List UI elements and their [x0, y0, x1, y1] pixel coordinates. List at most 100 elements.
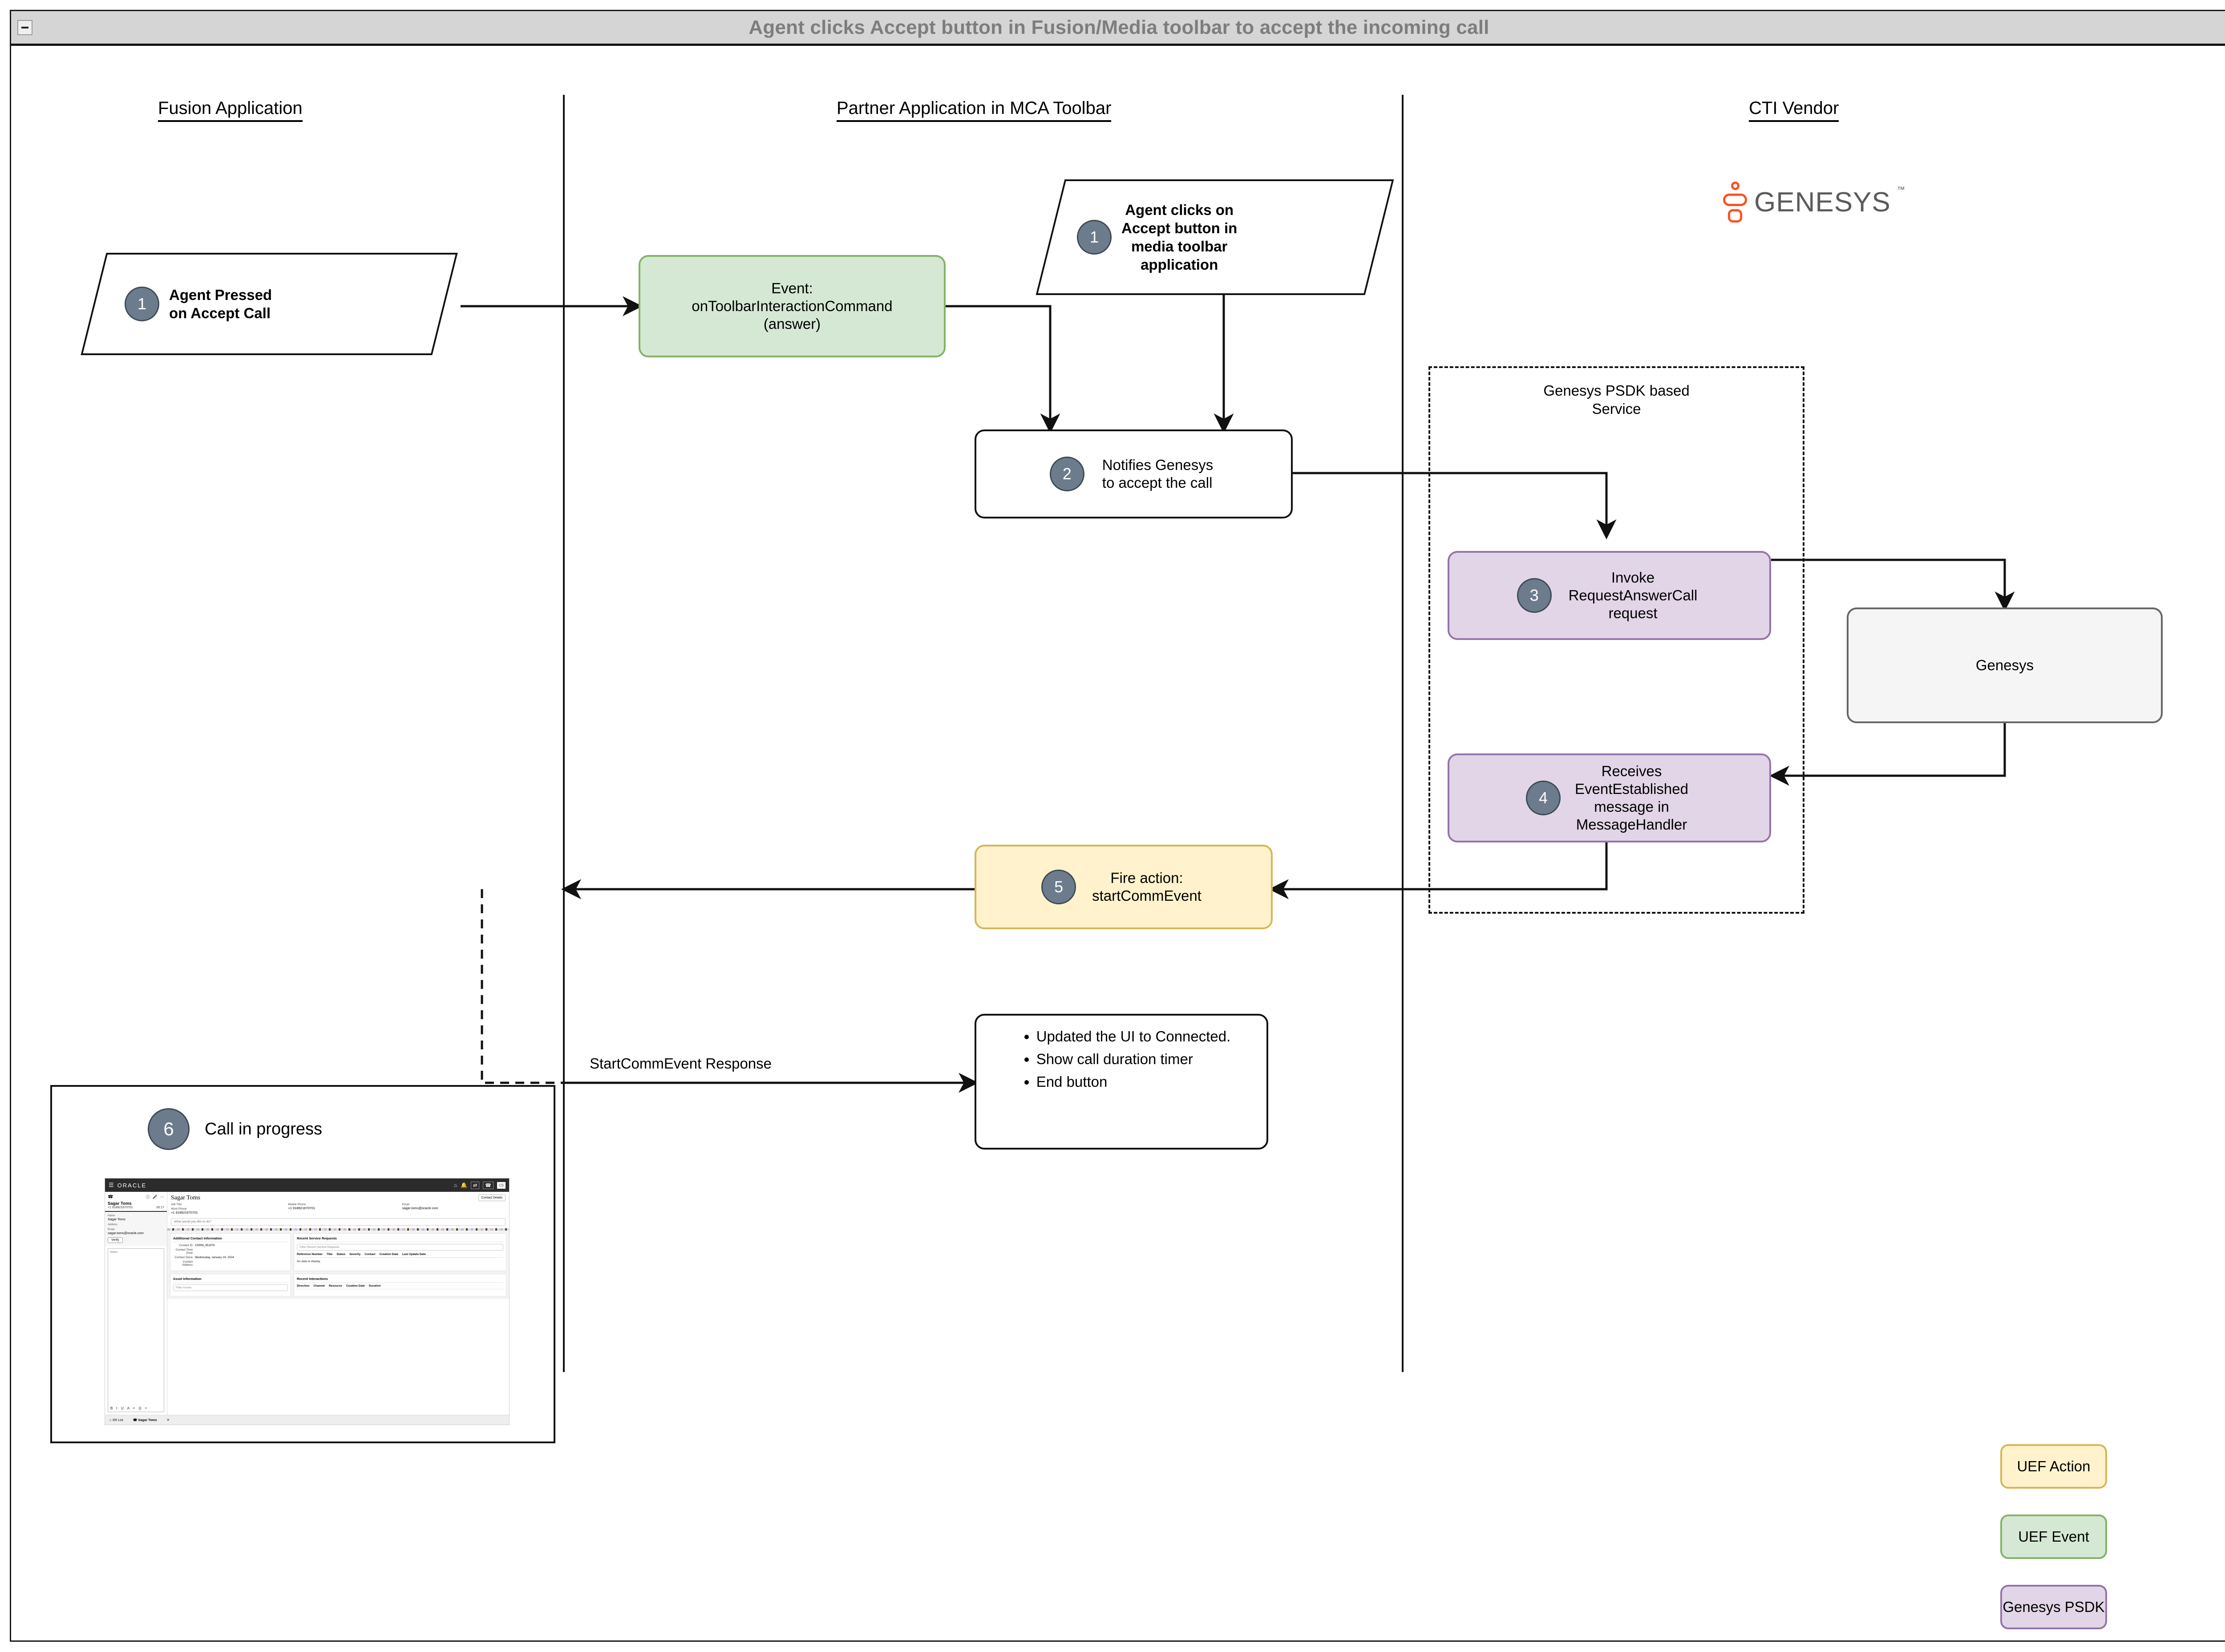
- column-header[interactable]: Status: [336, 1253, 346, 1256]
- step-badge-4: 4: [1526, 781, 1561, 815]
- collapse-icon[interactable]: [17, 20, 32, 35]
- field-value: +1 918921670701: [171, 1211, 198, 1215]
- card-recent-interactions: Recent Interactions Direction Channel Re…: [294, 1274, 506, 1296]
- call-timer: 00:17: [156, 1206, 164, 1209]
- lane-title-fusion: Fusion Application: [158, 98, 303, 122]
- cards-row-2: Asset Information Filter Assets Recent I…: [167, 1274, 509, 1299]
- genesys-wordmark: GENESYS: [1754, 186, 1891, 218]
- node-call-in-progress: 6 Call in progress ☰ ORACLE ⌂ 🔔 ⇄ ☎ CS: [50, 1085, 555, 1443]
- field-value: sagar.toms@oracle.com: [108, 1231, 144, 1235]
- column-header[interactable]: Creation Date: [346, 1284, 365, 1288]
- contact-main: Sagar Toms Contact Details Job Title Wor…: [167, 1192, 509, 1415]
- step-badge-3: 3: [1517, 578, 1552, 613]
- ui-updates-list: Updated the UI to Connected. Show call d…: [1012, 1027, 1231, 1095]
- field-label: Address: [108, 1223, 118, 1226]
- list-item: Updated the UI to Connected.: [1036, 1027, 1231, 1046]
- hamburger-icon[interactable]: ☰: [109, 1182, 114, 1188]
- contact-details-button[interactable]: Contact Details: [478, 1194, 506, 1201]
- field-value: sagar.toms@oracle.com: [402, 1206, 438, 1210]
- row-value: Wednesday, January 24, 2024: [195, 1256, 234, 1259]
- text-format-toolbar[interactable]: B I U A ˅ Ω ˅: [110, 1406, 149, 1410]
- edge-label-startcommevent-response: StartCommEvent Response: [590, 1055, 772, 1072]
- column-header[interactable]: Resource: [328, 1284, 342, 1288]
- lane-title-cti: CTI Vendor: [1749, 98, 1839, 122]
- page-title: Agent clicks Accept button in Fusion/Med…: [748, 16, 1489, 38]
- caller-number: +1 918921670701: [108, 1206, 133, 1209]
- close-icon[interactable]: ✕: [166, 1418, 170, 1422]
- node-genesys-system[interactable]: Genesys: [1847, 607, 2163, 723]
- step-badge-1b: 1: [1077, 220, 1112, 255]
- field-label: Email: [402, 1203, 409, 1206]
- transfer-icon[interactable]: ⇄: [470, 1181, 480, 1189]
- column-header[interactable]: Creation Date: [379, 1253, 398, 1256]
- tab-sagar-toms[interactable]: ☎ Sagar Toms: [133, 1418, 157, 1422]
- contact-name: Sagar Toms: [171, 1194, 201, 1201]
- legend-uef-action: UEF Action: [2000, 1444, 2107, 1489]
- diagram-frame: Agent clicks Accept button in Fusion/Med…: [10, 10, 2225, 1642]
- legend-genesys-psdk: Genesys PSDK: [2000, 1585, 2107, 1629]
- column-header[interactable]: Direction: [297, 1284, 310, 1288]
- home-icon[interactable]: ⌂: [453, 1182, 457, 1188]
- decorative-stripe: [167, 1228, 509, 1231]
- table-header: Reference Number Title Status Severity C…: [297, 1253, 503, 1258]
- legend-label: Genesys PSDK: [2002, 1599, 2105, 1615]
- column-header: Reference Number: [297, 1253, 323, 1256]
- row-key: Contact Since: [174, 1256, 193, 1259]
- card-recent-service-requests: Recent Service Requests Filter Recent Se…: [294, 1233, 506, 1271]
- field-value: +1 918921670701: [288, 1206, 316, 1210]
- genesys-logo: GENESYS ™: [1722, 182, 1905, 223]
- more-icon[interactable]: ⋯: [160, 1194, 164, 1199]
- step-badge-6: 6: [148, 1108, 190, 1150]
- card-title: Asset Information: [173, 1277, 288, 1283]
- field-label: Email: [108, 1228, 115, 1231]
- oracle-brand: ORACLE: [117, 1182, 147, 1189]
- call-in-progress-header: 6 Call in progress: [148, 1108, 322, 1150]
- genesys-mark-icon: [1722, 182, 1748, 223]
- field-value: Sagar Toms: [108, 1217, 125, 1221]
- caller-name: Sagar Toms: [108, 1201, 132, 1206]
- card-title: Recent Interactions: [297, 1277, 503, 1283]
- cards-row: Additional Contact Information Contact I…: [167, 1231, 509, 1274]
- info-icon[interactable]: ⓘ: [146, 1195, 150, 1199]
- avatar[interactable]: CS: [497, 1182, 506, 1189]
- column-header[interactable]: Channel: [313, 1284, 325, 1288]
- column-header[interactable]: Severity: [349, 1253, 361, 1256]
- app-tabbar: ⌂ SR List ☎ Sagar Toms ✕: [105, 1415, 509, 1425]
- trademark-symbol: ™: [1897, 185, 1905, 194]
- call-header: ☎ ⓘ 🎤 ⋯ Sagar Toms +1 918921670701: [105, 1192, 167, 1212]
- card-asset-information: Asset Information Filter Assets: [170, 1274, 291, 1296]
- search-input[interactable]: Filter Assets: [173, 1284, 288, 1291]
- node-label: Fire action:startCommEvent: [1092, 869, 1202, 904]
- node-event-ontoolbarinteractioncommand[interactable]: Event:onToolbarInteractionCommand(answer…: [639, 255, 946, 357]
- step-badge-1: 1: [125, 287, 159, 321]
- node-label: Event:onToolbarInteractionCommand(answer…: [692, 279, 893, 332]
- bell-icon[interactable]: 🔔: [461, 1182, 467, 1188]
- microphone-icon[interactable]: 🎤: [152, 1194, 158, 1199]
- ask-input[interactable]: What would you like to do?: [171, 1218, 506, 1226]
- notes-editor[interactable]: Notes B I U A ˅ Ω ˅: [108, 1248, 164, 1412]
- verify-button[interactable]: Verify: [108, 1237, 123, 1243]
- list-item: End button: [1036, 1073, 1231, 1092]
- row-key: Contact ID: [179, 1244, 193, 1247]
- table-header: Direction Channel Resource Creation Date…: [297, 1284, 503, 1289]
- list-item: Show call duration timer: [1036, 1050, 1231, 1069]
- empty-state: No data to display.: [297, 1260, 321, 1263]
- column-header[interactable]: Title: [326, 1253, 333, 1256]
- lane-divider-1: [563, 95, 565, 1372]
- search-input[interactable]: Filter Recent Service Requests: [297, 1244, 503, 1251]
- notes-placeholder: Notes: [110, 1251, 117, 1254]
- tab-sr-list[interactable]: ⌂ SR List: [109, 1418, 123, 1422]
- phone-icon[interactable]: ☎: [483, 1181, 494, 1189]
- node-fire-action-startcommevent[interactable]: 5 Fire action:startCommEvent: [975, 845, 1273, 929]
- node-ui-updates[interactable]: Updated the UI to Connected. Show call d…: [975, 1014, 1268, 1150]
